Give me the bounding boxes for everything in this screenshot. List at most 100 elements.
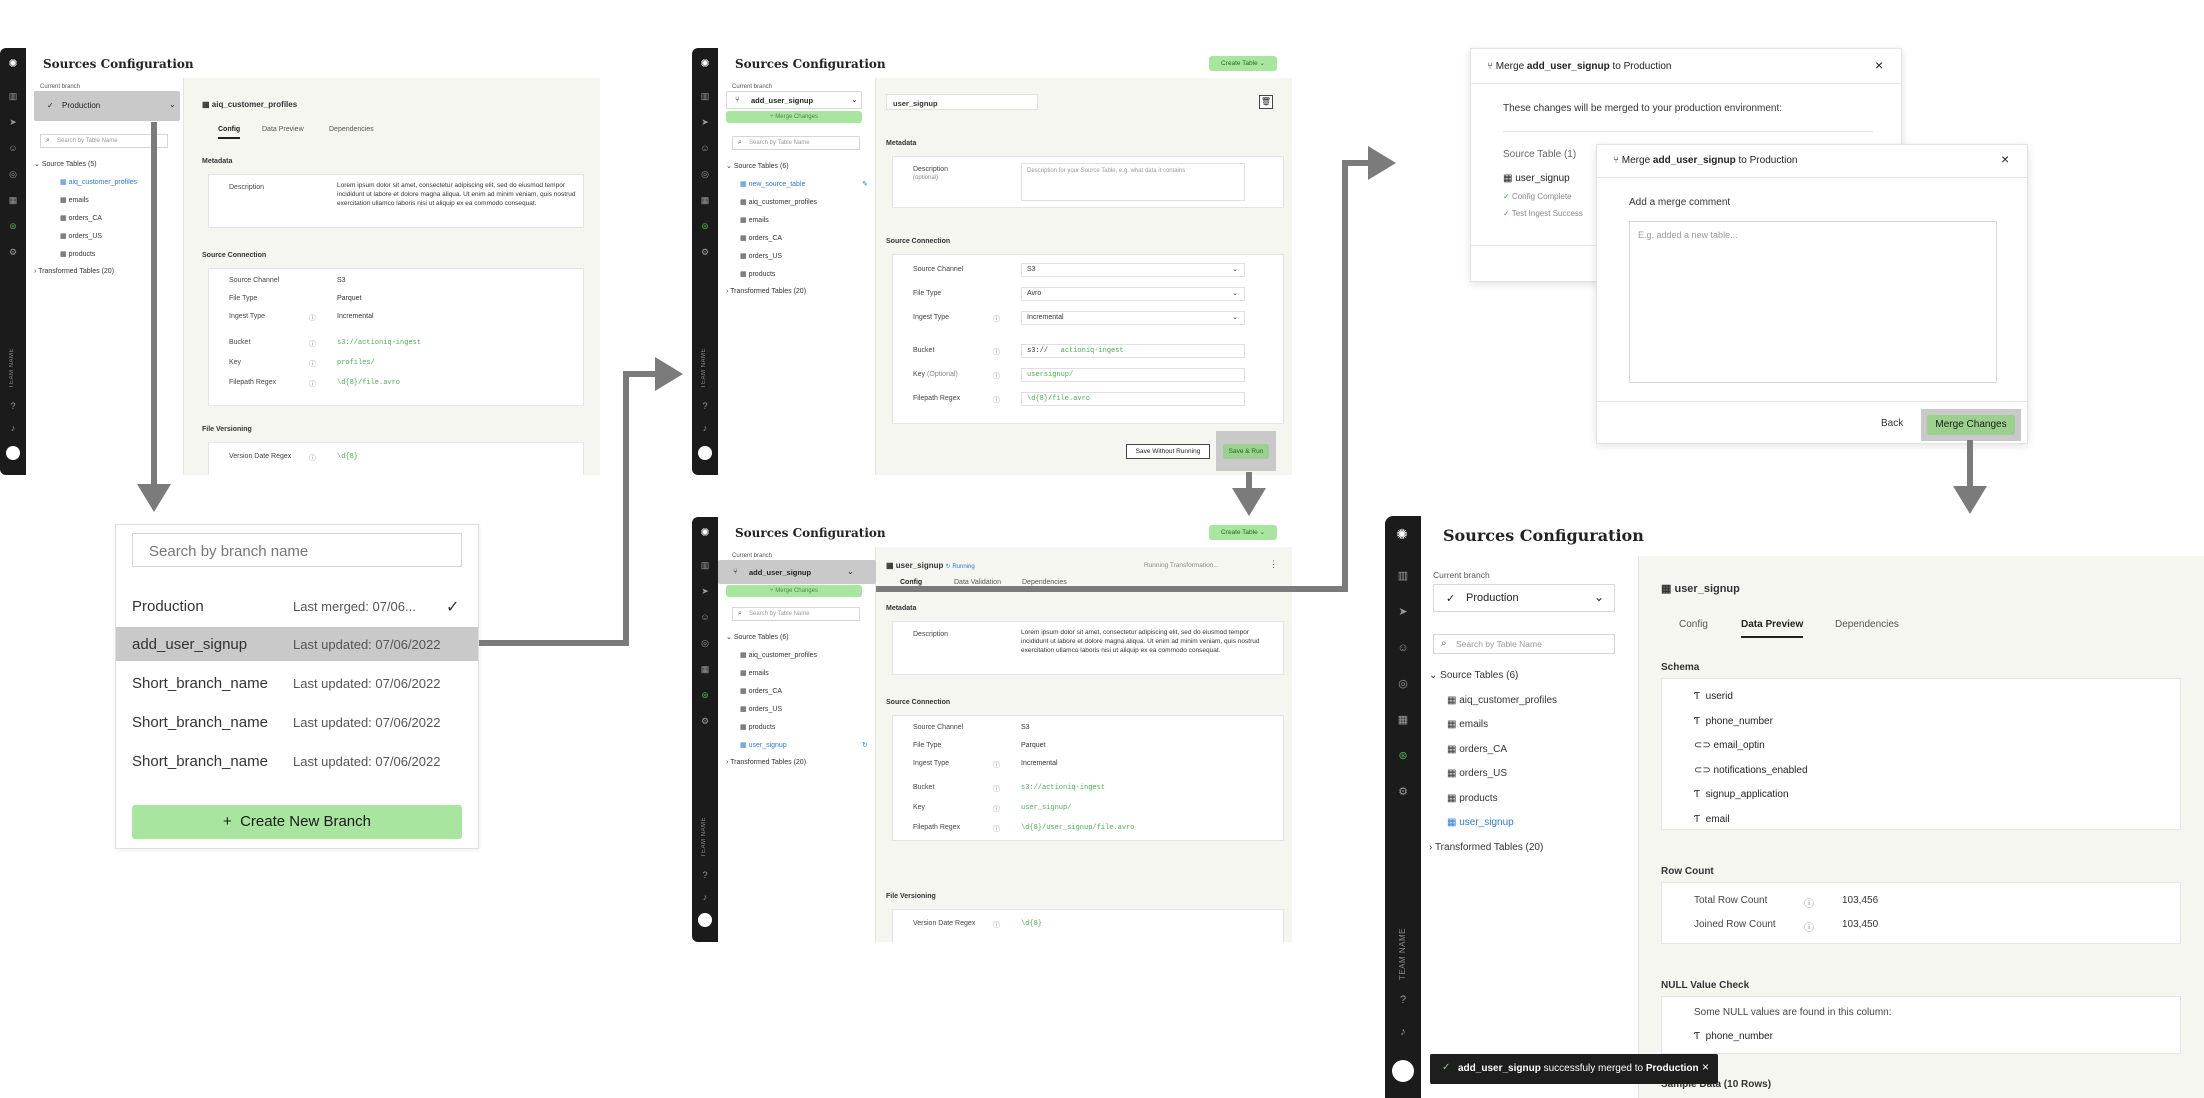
merge-comment-textarea[interactable]: E.g. added a new table... [1629,221,1997,383]
tab-data-preview[interactable]: Data Preview [1741,619,1804,638]
tree-item-orders-us[interactable]: ▦ orders_US [60,232,102,240]
search-table-input[interactable]: ⌕ Search by Table Name [1433,634,1615,654]
tree-item-user-signup[interactable]: ▦ user_signup [1447,817,1514,828]
tree-item[interactable]: ▦ orders_CA [740,234,782,242]
tree-item-aiq-customer-profiles[interactable]: ▦ aiq_customer_profiles [60,178,137,186]
user-icon[interactable]: ☺ [8,143,18,153]
transformed-tables-group[interactable]: › Transformed Tables (20) [726,759,807,766]
source-channel-select[interactable]: S3⌄ [1021,263,1245,277]
avatar[interactable] [1392,1060,1414,1082]
settings-icon[interactable]: ⚙ [700,247,710,257]
send-icon[interactable]: ➤ [701,586,709,596]
bell-icon[interactable]: ♪ [702,892,708,902]
more-icon[interactable]: ⋮ [1269,559,1278,569]
user-icon[interactable]: ☺ [700,612,710,622]
user-icon[interactable]: ☺ [1397,642,1409,654]
help-icon[interactable]: ? [702,870,708,880]
tab-dependencies[interactable]: Dependencies [1835,619,1899,630]
tree-item-emails[interactable]: ▦ emails [60,196,89,204]
tree-item[interactable]: ▦ products [740,270,775,278]
tab-dependencies[interactable]: Dependencies [329,126,374,133]
chart-icon[interactable]: ▥ [1397,570,1409,582]
back-button[interactable]: Back [1881,418,1904,429]
merge-changes-button[interactable]: ⑂ Merge Changes [726,111,862,123]
bucket-input[interactable]: s3:// actioniq-ingest [1021,344,1245,358]
compass-icon[interactable]: ◎ [1398,678,1408,690]
tree-item[interactable]: ▦ orders_US [740,252,782,260]
branch-item-add-user-signup[interactable]: add_user_signup Last updated: 07/06/2022 [116,627,478,661]
tree-item[interactable]: ▦ emails [740,216,769,224]
tree-item-new-source-table[interactable]: ▦ new_source_table✎ [740,180,872,188]
branch-selector[interactable]: ⑂ add_user_signup ⌄ [718,560,876,584]
branch-selector[interactable]: ✓ Production ⌄ [34,91,180,121]
grid-icon[interactable]: ▦ [8,195,18,205]
help-icon[interactable]: ? [702,401,708,411]
transformed-tables-group[interactable]: › Transformed Tables (20) [726,288,807,295]
avatar[interactable] [698,446,712,460]
branch-selector[interactable]: ⑂ add_user_signup ⌄ [726,91,862,109]
tree-item[interactable]: ▦ orders_CA [740,687,782,695]
pencil-icon[interactable]: ✎ [862,181,868,188]
chart-icon[interactable]: ▥ [8,91,18,101]
grid-icon[interactable]: ▦ [700,195,710,205]
branch-item[interactable]: Short_branch_name Last updated: 07/06/20… [116,744,478,778]
save-without-running-button[interactable]: Save Without Running [1126,444,1210,459]
bell-icon[interactable]: ♪ [702,423,708,433]
table-name-input[interactable]: user_signup [886,94,1038,110]
ingest-type-select[interactable]: Incremental⌄ [1021,311,1245,325]
tree-item[interactable]: ▦ orders_US [740,705,782,713]
send-icon[interactable]: ➤ [1398,606,1408,618]
settings-icon[interactable]: ⚙ [1398,786,1408,798]
close-icon[interactable]: × [1702,1060,1710,1074]
grid-icon[interactable]: ▦ [1397,714,1409,726]
merge-changes-button[interactable]: ⑂ Merge Changes [726,585,862,597]
trash-icon[interactable]: 🗑 [1259,95,1273,109]
close-icon[interactable]: × [1875,57,1884,73]
settings-icon[interactable]: ⚙ [8,247,18,257]
send-icon[interactable]: ➤ [701,117,709,127]
create-table-button[interactable]: Create Table ⌄ [1209,525,1277,540]
search-table-input[interactable]: ⌕ Search by Table Name [732,136,860,150]
source-tables-group[interactable]: ⌄ Source Tables (5) [34,161,97,168]
chart-icon[interactable]: ▥ [700,91,710,101]
tree-item[interactable]: ▦ emails [740,669,769,677]
tree-item[interactable]: ▦ emails [1447,719,1488,730]
description-input[interactable]: Description for your Source Table, e.g. … [1021,163,1245,201]
regex-input[interactable]: \d{8}/file.avro [1021,392,1245,406]
tree-item[interactable]: ▦ orders_CA [1447,744,1507,755]
help-icon[interactable]: ? [10,401,16,411]
compass-icon[interactable]: ◎ [9,169,17,179]
tab-config[interactable]: Config [218,126,241,139]
branch-search-input[interactable]: Search by branch name [132,533,462,567]
settings-icon[interactable]: ⚙ [700,716,710,726]
tab-data-preview[interactable]: Data Preview [262,126,304,133]
tree-item-user-signup[interactable]: ▦ user_signup↻ [740,741,872,749]
branch-item[interactable]: Short_branch_name Last updated: 07/06/20… [116,705,478,739]
chart-icon[interactable]: ▥ [700,560,710,570]
grid-icon[interactable]: ▦ [700,664,710,674]
tree-item[interactable]: ▦ aiq_customer_profiles [1447,695,1557,706]
avatar[interactable] [6,446,20,460]
source-tables-group[interactable]: ⌄ Source Tables (6) [726,634,789,641]
sources-icon[interactable]: ⊛ [701,690,709,700]
bell-icon[interactable]: ♪ [10,423,16,433]
search-table-input[interactable]: ⌕ Search by Table Name [732,607,860,621]
tree-item[interactable]: ▦ aiq_customer_profiles [740,651,817,659]
search-table-input[interactable]: ⌕ Search by Table Name [40,134,168,148]
create-new-branch-button[interactable]: + Create New Branch [132,805,462,839]
bell-icon[interactable]: ♪ [1400,1026,1406,1038]
source-tables-group[interactable]: ⌄ Source Tables (6) [1429,670,1519,681]
tree-item[interactable]: ▦ aiq_customer_profiles [740,198,817,206]
close-icon[interactable]: × [2001,151,2010,167]
tab-dependencies[interactable]: Dependencies [1022,579,1067,586]
tree-item[interactable]: ▦ products [740,723,775,731]
merge-changes-button[interactable]: Merge Changes [1927,415,2015,435]
source-tables-group[interactable]: ⌄ Source Tables (6) [726,163,789,170]
tree-item-orders-ca[interactable]: ▦ orders_CA [60,214,102,222]
tree-item-products[interactable]: ▦ products [60,250,95,258]
branch-item-production[interactable]: Production Last merged: 07/06... ✓ [116,589,478,623]
branch-item[interactable]: Short_branch_name Last updated: 07/06/20… [116,666,478,700]
user-icon[interactable]: ☺ [700,143,710,153]
tab-data-validation[interactable]: Data Validation [954,579,1001,586]
sources-icon[interactable]: ⊛ [9,221,17,231]
